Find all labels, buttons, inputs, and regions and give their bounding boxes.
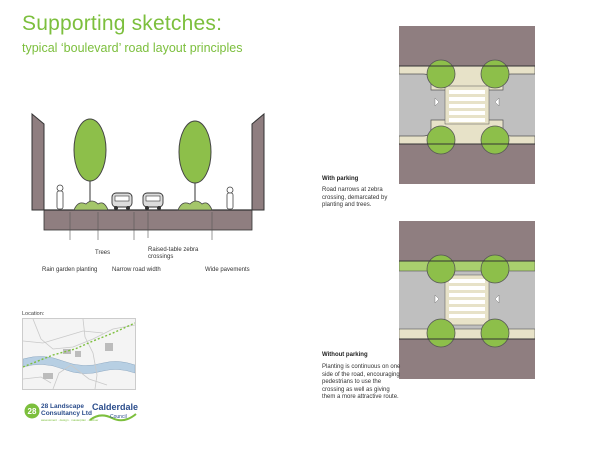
- calderdale-name: Calderdale: [92, 402, 139, 412]
- with-parking-description: Road narrows at zebra crossing, demarcat…: [322, 187, 388, 208]
- calderdale-council-word: Council: [110, 414, 127, 420]
- right-pedestrian: [226, 186, 234, 210]
- consultancy-name: 28 Landscape Consultancy Ltd: [41, 403, 92, 417]
- right-planting-bed: [177, 200, 213, 211]
- tree-canopies: [426, 254, 510, 348]
- left-planting-bed: [73, 200, 109, 211]
- right-tree: [178, 120, 212, 210]
- zebra-stripes: [449, 90, 485, 122]
- plan-with-parking: [399, 26, 535, 184]
- location-map-drawing: [22, 318, 136, 390]
- consultancy-line1: 28 Landscape: [41, 403, 84, 410]
- left-pedestrian: [56, 184, 64, 210]
- without-parking-description: Planting is continuous on one side of th…: [322, 364, 401, 400]
- without-parking-heading: Without parking: [322, 352, 368, 358]
- left-building: [31, 112, 45, 211]
- location-label: Location:: [22, 311, 45, 317]
- right-car: [142, 192, 164, 210]
- label-rain-garden: Rain garden planting: [42, 267, 98, 273]
- calderdale-swoosh-icon: [89, 413, 137, 422]
- label-trees: Trees: [95, 250, 111, 256]
- plan-without-parking: [399, 221, 535, 379]
- label-raised-table-crossings: Raised-table zebra crossings: [148, 247, 199, 260]
- label-leader-lines: [69, 212, 213, 240]
- right-building: [251, 112, 265, 211]
- label-wide-pavements: Wide pavements: [205, 267, 250, 273]
- left-car: [111, 192, 133, 210]
- with-parking-heading: With parking: [322, 176, 359, 182]
- consultancy-logo: 28 28 Landscape Consultancy Ltd assessme…: [24, 401, 98, 425]
- consultancy-line2: Consultancy Ltd: [41, 410, 92, 417]
- consultancy-tagline: assessment · design · masterplan · advis…: [41, 418, 99, 422]
- page-subtitle: typical ‘boulevard’ road layout principl…: [22, 41, 243, 55]
- consultancy-mark-icon: 28: [24, 403, 40, 419]
- calderdale-logo: Calderdale Council: [88, 400, 138, 426]
- page-title: Supporting sketches:: [22, 12, 223, 35]
- location-map: [22, 318, 136, 390]
- left-tree: [73, 118, 107, 210]
- consultancy-mark-text: 28: [28, 407, 37, 416]
- zebra-stripes: [449, 279, 485, 318]
- label-narrow-road: Narrow road width: [112, 267, 161, 273]
- street-section-sketch: [31, 112, 265, 240]
- tree-canopies: [426, 59, 510, 155]
